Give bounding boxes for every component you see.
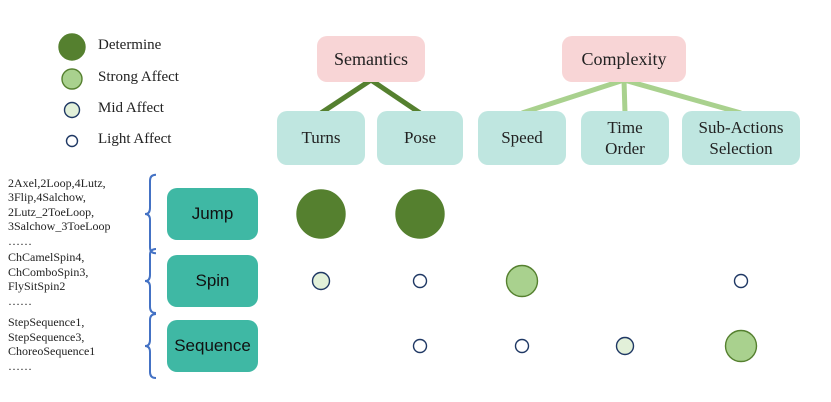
example-item: ChCamelSpin4,: [8, 250, 85, 264]
edge-semantics-pose: [369, 77, 422, 116]
row-box-spin: Spin: [167, 255, 258, 307]
category-box-complexity-label: Complexity: [581, 48, 667, 69]
example-item: StepSequence1,: [8, 315, 85, 329]
example-item: 2Axel,2Loop,4Lutz,: [8, 175, 106, 190]
row-box-sequence-label: Sequence: [174, 336, 251, 356]
category-box-semantics-label: Semantics: [334, 48, 408, 69]
brace-sequence: [144, 313, 157, 379]
marker-sequence-sub-actions: [724, 329, 758, 363]
legend-label-determine: Determine: [98, 37, 162, 53]
brace-spin: [144, 248, 157, 314]
factor-box-speed: Speed: [478, 111, 566, 165]
legend-marker-determine: [58, 33, 86, 61]
example-item: ……: [8, 358, 32, 373]
legend-marker-strong: [61, 68, 83, 90]
row-box-jump-label: Jump: [191, 204, 234, 224]
marker-sequence-time-order: [615, 336, 635, 356]
examples-spin: ChCamelSpin4,ChComboSpin3,FlySitSpin2……: [8, 250, 88, 308]
example-item: ChComboSpin3,: [8, 264, 89, 279]
examples-sequence: StepSequence1,StepSequence3,ChoreoSequen…: [8, 315, 95, 373]
edge-complexity-sub-actions: [623, 77, 742, 116]
examples-jump: 2Axel,2Loop,4Lutz,3Flip,4Salchow,2Lutz_2…: [8, 176, 110, 249]
edge-semantics-turns: [319, 77, 373, 116]
row-box-sequence: Sequence: [167, 320, 258, 372]
example-item: ChoreoSequence1: [8, 344, 96, 358]
example-item: ……: [8, 293, 32, 308]
marker-sequence-speed: [514, 338, 530, 354]
marker-jump-pose: [395, 189, 445, 239]
legend-label-mid: Mid Affect: [98, 100, 164, 116]
factor-box-speed-label: Speed: [501, 128, 543, 148]
legend-marker-mid: [63, 101, 81, 119]
example-item: StepSequence3,: [8, 329, 85, 344]
example-item: FlySitSpin2: [8, 279, 66, 293]
brace-jump: [144, 173, 157, 255]
legend-label-light: Light Affect: [98, 131, 172, 147]
factor-box-turns: Turns: [277, 111, 365, 165]
factor-box-pose: Pose: [377, 111, 463, 165]
legend-label-strong: Strong Affect: [98, 69, 179, 85]
factor-box-pose-label: Pose: [403, 128, 437, 148]
edge-complexity-speed: [521, 77, 625, 116]
example-item: ……: [8, 233, 32, 248]
marker-spin-speed: [505, 264, 539, 298]
marker-spin-pose: [412, 273, 428, 289]
factor-box-turns-label: Turns: [301, 128, 341, 148]
marker-spin-turns: [311, 271, 331, 291]
row-box-jump: Jump: [167, 188, 258, 240]
example-item: 3Flip,4Salchow,: [8, 190, 86, 205]
edge-complexity-time-order: [621, 79, 628, 114]
legend-marker-light: [65, 134, 79, 148]
row-box-spin-label: Spin: [195, 271, 230, 291]
marker-sequence-pose: [412, 338, 428, 354]
category-box-complexity: Complexity: [562, 36, 686, 82]
example-item: 3Salchow_3ToeLoop: [8, 219, 111, 234]
marker-spin-sub-actions: [733, 273, 749, 289]
marker-jump-turns: [296, 189, 346, 239]
category-box-semantics: Semantics: [317, 36, 425, 82]
example-item: 2Lutz_2ToeLoop,: [8, 204, 95, 219]
